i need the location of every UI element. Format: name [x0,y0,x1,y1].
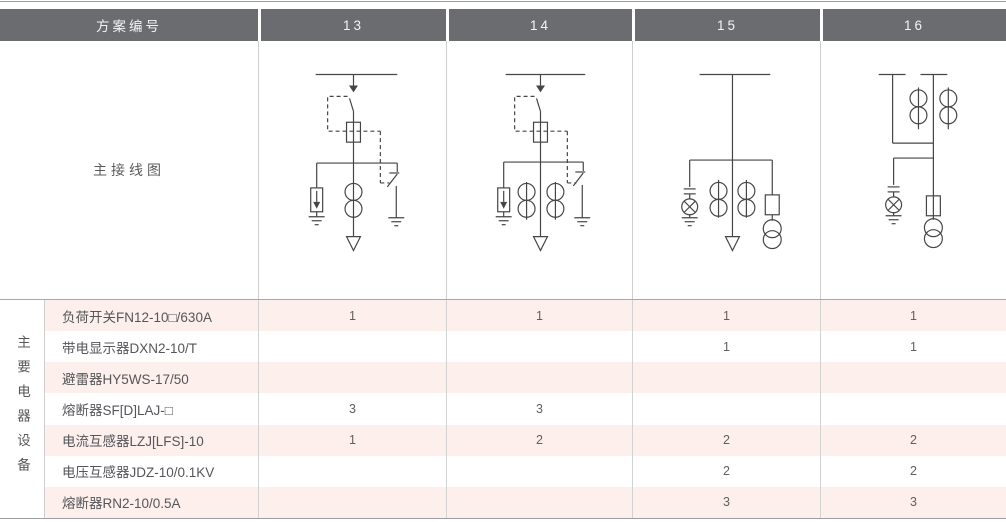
qty-cell: 3 [632,486,820,518]
qty-cell: 1 [258,424,446,456]
qty-cell: 1 [258,300,446,332]
header-cell-scheme-15: 15 [632,9,820,41]
qty-cell [446,486,632,518]
single-line-diagram-13-icon [308,73,405,252]
qty-cell: 2 [446,424,632,456]
qty-cell [258,362,446,394]
header-cell-scheme-16: 16 [820,9,1006,41]
equipment-name: 带电显示器DXN2-10/T [45,331,258,363]
wiring-diagram-cell-14 [446,41,632,299]
wiring-diagram-row-label: 主接线图 [93,162,165,178]
single-line-diagram-15-icon [681,73,782,252]
header-cell-scheme-number: 方案编号 [0,9,258,41]
qty-cell: 1 [632,300,820,332]
qty-cell: 2 [632,424,820,456]
qty-cell: 1 [446,300,632,332]
qty-cell [820,362,1006,394]
equipment-name: 熔断器SF[D]LAJ-□ [45,393,258,425]
equipment-name: 熔断器RN2-10/0.5A [45,486,258,518]
qty-cell: 3 [258,393,446,425]
qty-cell [632,362,820,394]
qty-cell: 3 [446,393,632,425]
top-border-line [0,1,1006,2]
qty-cell [258,486,446,518]
qty-cell: 1 [820,331,1006,363]
qty-cell: 2 [820,455,1006,487]
qty-cell: 3 [820,486,1006,518]
single-line-diagram-16-icon [878,73,958,249]
qty-cell [820,393,1006,425]
wiring-diagram-cell-16 [820,41,1006,299]
qty-cell: 1 [820,300,1006,332]
equipment-name: 负荷开关FN12-10□/630A [45,300,258,332]
qty-cell: 2 [632,455,820,487]
equipment-name: 电流互感器LZJ[LFS]-10 [45,424,258,456]
header-cell-scheme-14: 14 [446,9,632,41]
qty-cell [632,393,820,425]
qty-cell [446,362,632,394]
qty-cell [258,455,446,487]
equipment-category-label: 主要电器设备 [0,300,45,518]
table-header-row: 方案编号 13 14 15 16 [0,9,1006,41]
qty-cell: 2 [820,424,1006,456]
qty-cell [446,331,632,363]
equipment-table: 主要电器设备 负荷开关FN12-10□/630A 1 1 1 1 带电显示器DX… [0,300,1006,519]
qty-cell [258,331,446,363]
header-cell-scheme-13: 13 [258,9,446,41]
single-line-diagram-14-icon [495,73,591,252]
wiring-diagram-cell-15 [632,41,820,299]
equipment-name: 避雷器HY5WS-17/50 [45,362,258,394]
qty-cell: 1 [632,331,820,363]
wiring-diagram-row: 主接线图 [0,41,1006,300]
qty-cell [446,455,632,487]
equipment-name: 电压互感器JDZ-10/0.1KV [45,455,258,487]
wiring-diagram-cell-13 [258,41,446,299]
